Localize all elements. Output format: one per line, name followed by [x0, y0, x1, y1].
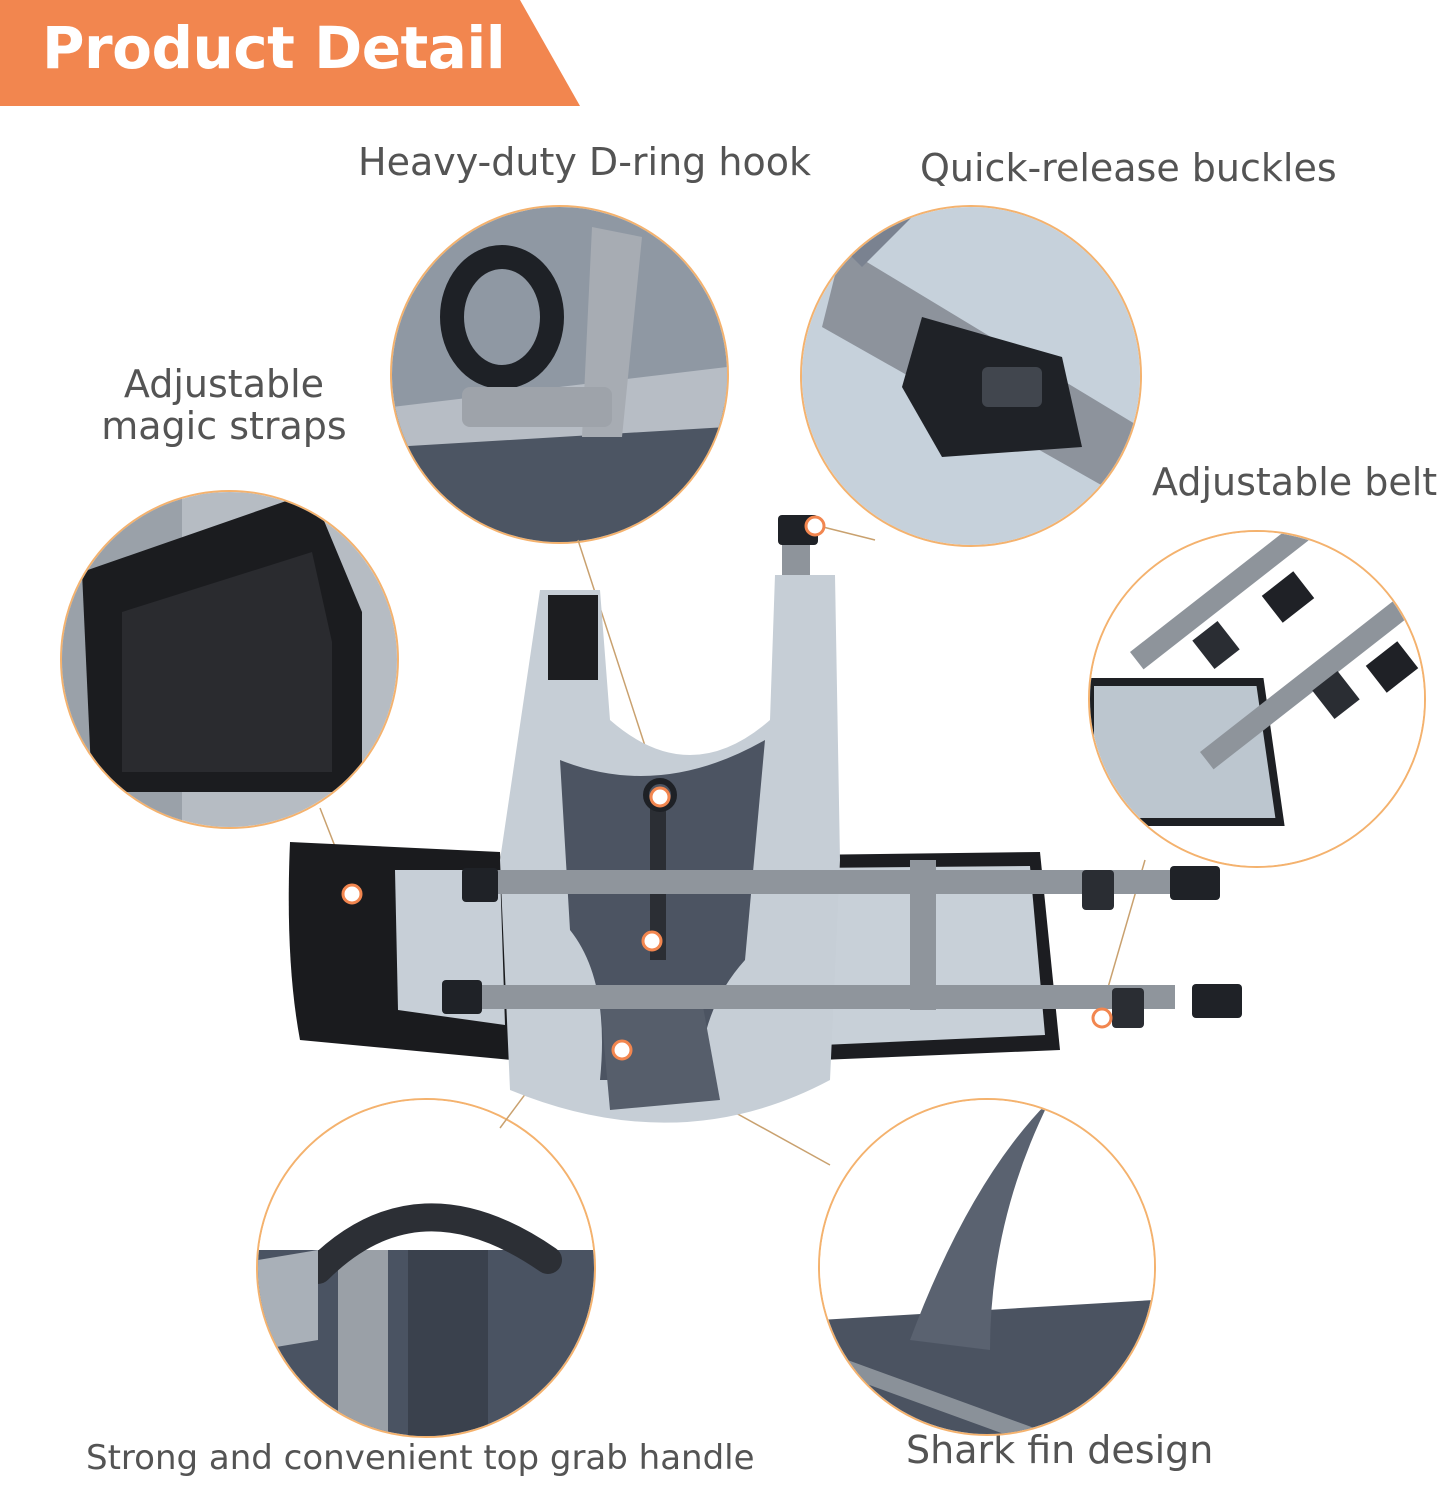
- grab-handle-illustration: [258, 1100, 594, 1436]
- buckle-illustration: [802, 207, 1140, 545]
- magic-strap-illustration: [62, 492, 397, 827]
- label-magic-straps: Adjustable magic straps: [101, 362, 347, 448]
- callout-buckles: [800, 205, 1142, 547]
- callout-magic-straps: [60, 490, 399, 829]
- d-ring-illustration: [392, 207, 727, 542]
- label-shark-fin: Shark fin design: [906, 1428, 1214, 1472]
- label-adjustable-belt: Adjustable belt: [1152, 460, 1438, 504]
- label-buckles: Quick-release buckles: [920, 146, 1337, 190]
- label-grab-handle: Strong and convenient top grab handle: [86, 1438, 755, 1478]
- callout-d-ring: [390, 205, 729, 544]
- label-d-ring: Heavy-duty D-ring hook: [358, 140, 811, 184]
- callout-adjustable-belt: [1088, 530, 1426, 868]
- callout-shark-fin: [818, 1098, 1156, 1436]
- product-detail-banner: Product Detail: [0, 0, 580, 106]
- shark-fin-illustration: [820, 1100, 1154, 1434]
- target-dots: [341, 515, 1113, 1061]
- callout-leader-lines: [319, 524, 1146, 1166]
- callout-grab-handle: [256, 1098, 596, 1438]
- banner-title: Product Detail: [42, 14, 506, 82]
- banner-background: [0, 0, 580, 106]
- belt-illustration: [1090, 532, 1424, 866]
